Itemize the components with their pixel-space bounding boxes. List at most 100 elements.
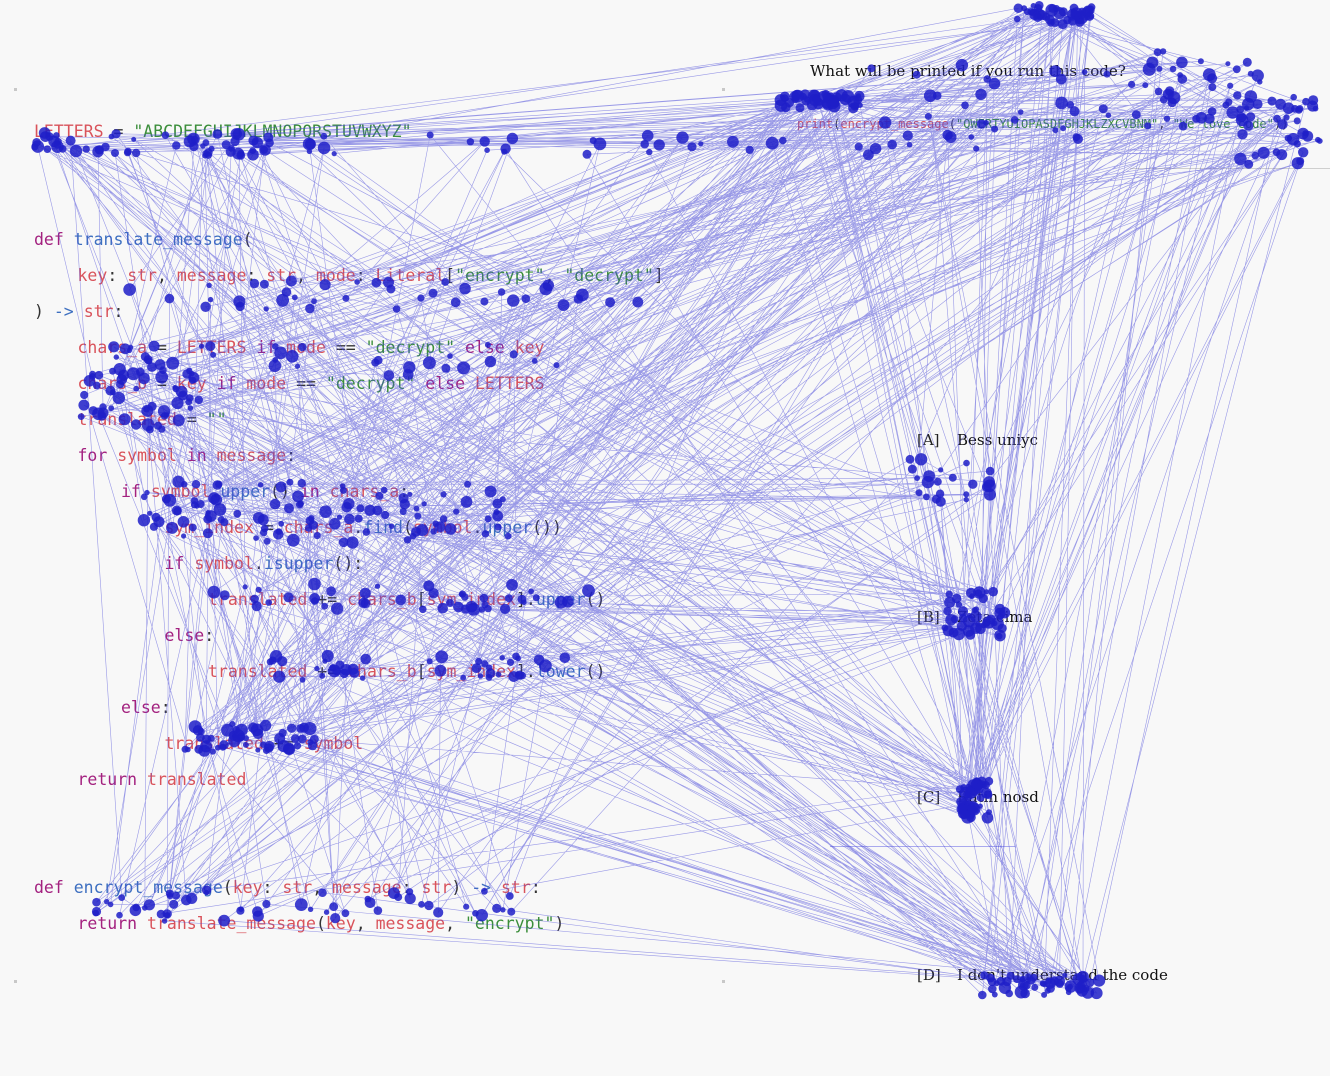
gaze-fixation-point	[458, 590, 466, 598]
gaze-fixation-point	[144, 489, 150, 496]
gaze-fixation-point	[286, 350, 299, 363]
gaze-fixation-point	[646, 148, 653, 156]
gaze-fixation-point	[104, 899, 110, 905]
gaze-fixation-point	[133, 385, 140, 392]
gaze-fixation-point	[194, 503, 200, 509]
gaze-fixation-point	[407, 491, 413, 497]
gaze-fixation-point	[419, 605, 427, 614]
gaze-fixation-point	[273, 670, 286, 683]
gaze-fixation-point	[1010, 116, 1019, 124]
gaze-fixation-point	[978, 593, 988, 604]
gaze-fixation-point	[238, 906, 244, 912]
corner-marker	[722, 980, 725, 983]
gaze-fixation-point	[460, 674, 467, 681]
gaze-fixation-point	[938, 467, 944, 473]
gaze-fixation-point	[388, 523, 395, 529]
gaze-fixation-point	[479, 136, 490, 147]
gaze-fixation-point	[1005, 989, 1013, 998]
gaze-fixation-point	[1177, 74, 1188, 84]
gaze-fixation-point	[172, 475, 185, 488]
gaze-fixation-point	[233, 509, 242, 518]
gaze-fixation-point	[1251, 151, 1260, 160]
gaze-fixation-point	[1273, 114, 1281, 123]
gaze-fixation-point	[411, 527, 421, 537]
gaze-fixation-point	[1049, 65, 1062, 77]
gaze-fixation-point	[356, 504, 365, 513]
gaze-fixation-point	[1154, 87, 1163, 96]
code-token: if	[121, 482, 141, 501]
gaze-fixation-point	[191, 480, 201, 489]
gaze-fixation-point	[1044, 987, 1051, 994]
gaze-fixation-point	[1244, 90, 1258, 103]
gaze-fixation-point	[402, 369, 414, 380]
gaze-fixation-point	[727, 135, 739, 148]
gaze-fixation-point	[116, 380, 125, 389]
gaze-fixation-point	[991, 125, 999, 133]
gaze-fixation-point	[118, 369, 129, 381]
corner-marker	[14, 980, 17, 983]
gaze-fixation-point	[89, 370, 96, 378]
code-token: for	[77, 446, 108, 465]
gaze-fixation-point	[943, 606, 952, 616]
gaze-fixation-point	[641, 129, 654, 142]
gaze-fixation-point	[499, 496, 506, 503]
gaze-fixation-point	[983, 75, 991, 83]
gaze-fixation-point	[130, 419, 142, 430]
gaze-fixation-point	[1227, 82, 1234, 89]
code-token: else	[121, 698, 161, 717]
gaze-fixation-point	[43, 145, 52, 153]
gaze-fixation-point	[177, 516, 190, 528]
gaze-fixation-point	[331, 151, 337, 157]
gaze-fixation-point	[687, 142, 697, 152]
gaze-fixation-point	[339, 486, 347, 494]
gaze-fixation-point	[1078, 7, 1086, 16]
gaze-fixation-point	[304, 138, 316, 150]
gaze-fixation-point	[472, 910, 479, 917]
gaze-fixation-point	[459, 282, 471, 295]
gaze-fixation-point	[341, 909, 350, 918]
gaze-fixation-point	[1105, 112, 1112, 119]
gaze-fixation-point	[253, 535, 259, 541]
gaze-fixation-point	[375, 491, 384, 500]
code-token: def	[34, 230, 74, 249]
gaze-fixation-point	[1128, 80, 1136, 88]
gaze-fixation-point	[291, 294, 298, 301]
gaze-fixation-point	[484, 341, 491, 348]
gaze-fixation-point	[441, 278, 450, 286]
gaze-fixation-point	[982, 618, 991, 627]
gaze-fixation-point	[484, 147, 490, 153]
gaze-fixation-point	[249, 278, 260, 289]
gaze-fixation-point	[1066, 101, 1075, 109]
gaze-fixation-point	[481, 530, 490, 538]
gaze-fixation-point	[1153, 48, 1162, 57]
gaze-fixation-point	[404, 892, 416, 905]
gaze-fixation-point	[1232, 65, 1241, 74]
gaze-fixation-point	[1293, 117, 1301, 125]
gaze-fixation-point	[275, 481, 287, 493]
gaze-fixation-point	[386, 284, 396, 294]
gaze-fixation-point	[1017, 109, 1024, 115]
gaze-fixation-point	[1236, 112, 1247, 123]
gaze-fixation-point	[505, 892, 514, 900]
gaze-fixation-point	[329, 902, 339, 911]
gaze-fixation-point	[303, 722, 317, 735]
gaze-fixation-point	[321, 602, 329, 610]
gaze-fixation-point	[975, 623, 986, 635]
gaze-fixation-point	[863, 149, 874, 161]
gaze-fixation-point	[299, 676, 306, 683]
gaze-fixation-point	[460, 496, 473, 508]
gaze-fixation-point	[1069, 3, 1079, 13]
code-token: =	[147, 338, 177, 357]
gaze-fixation-point	[147, 362, 157, 372]
gaze-fixation-point	[264, 743, 274, 753]
gaze-fixation-point	[207, 585, 221, 599]
gaze-fixation-point	[181, 894, 192, 906]
gaze-fixation-point	[293, 742, 302, 750]
gaze-fixation-point	[467, 602, 481, 616]
code-token: .	[210, 482, 221, 501]
gaze-fixation-point	[968, 479, 978, 489]
gaze-fixation-point	[364, 504, 376, 516]
gaze-fixation-point	[433, 907, 444, 918]
gaze-fixation-point	[326, 586, 336, 597]
gaze-fixation-point	[159, 366, 167, 375]
